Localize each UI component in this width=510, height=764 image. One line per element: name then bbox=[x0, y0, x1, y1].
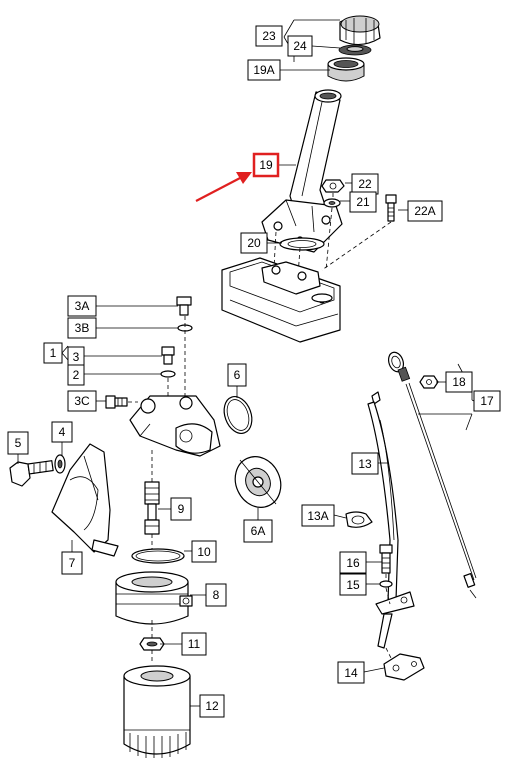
callout-7: 7 bbox=[61, 551, 83, 575]
plug-bolt-3 bbox=[161, 346, 175, 365]
nut bbox=[321, 179, 345, 193]
svg-text:10: 10 bbox=[197, 545, 211, 559]
tube-washer bbox=[379, 580, 393, 588]
pressure-switch-3c bbox=[105, 395, 128, 409]
callout-8: 8 bbox=[205, 583, 227, 607]
tube-gasket bbox=[383, 653, 425, 681]
svg-text:12: 12 bbox=[205, 699, 219, 713]
svg-text:13: 13 bbox=[358, 457, 372, 471]
callout-9: 9 bbox=[170, 497, 192, 521]
svg-text:9: 9 bbox=[178, 502, 185, 516]
tube-bolt bbox=[379, 544, 393, 574]
plug-bolt-3a bbox=[176, 296, 192, 316]
callout-20: 20 bbox=[240, 232, 268, 254]
callout-19a: 19A bbox=[247, 59, 281, 81]
oil-cooler-plate bbox=[234, 456, 282, 508]
oil-filter bbox=[123, 665, 191, 758]
svg-text:22A: 22A bbox=[414, 204, 435, 218]
svg-text:3: 3 bbox=[73, 350, 80, 364]
dipstick-tube bbox=[367, 391, 415, 649]
svg-text:4: 4 bbox=[59, 425, 66, 439]
callout-4: 4 bbox=[51, 421, 73, 443]
oil-cooler bbox=[115, 571, 193, 625]
callout-6a: 6A bbox=[243, 519, 273, 543]
threaded-stud bbox=[144, 481, 160, 535]
callout-22: 22 bbox=[351, 173, 379, 195]
callout-3b: 3B bbox=[67, 317, 97, 339]
dipstick-group bbox=[345, 351, 477, 681]
filter-bracket bbox=[129, 395, 221, 457]
svg-text:18: 18 bbox=[452, 375, 466, 389]
dipstick bbox=[387, 351, 477, 599]
svg-text:22: 22 bbox=[358, 177, 372, 191]
highlight-arrow bbox=[195, 172, 252, 202]
svg-text:24: 24 bbox=[293, 39, 307, 53]
svg-text:11: 11 bbox=[188, 637, 201, 651]
filter-bracket-group bbox=[9, 296, 282, 758]
tube-clip bbox=[345, 511, 373, 528]
bracket-seal bbox=[223, 396, 253, 434]
bolt bbox=[385, 194, 397, 222]
svg-text:6: 6 bbox=[234, 368, 241, 382]
svg-text:19: 19 bbox=[259, 158, 273, 172]
callout-15: 15 bbox=[339, 573, 367, 596]
svg-text:20: 20 bbox=[247, 236, 261, 250]
callout-3a: 3A bbox=[67, 295, 97, 317]
svg-text:8: 8 bbox=[213, 588, 220, 602]
callout-21: 21 bbox=[349, 191, 377, 213]
callout-16: 16 bbox=[339, 551, 367, 574]
filler-neck-group bbox=[261, 15, 397, 277]
callout-17: 17 bbox=[473, 390, 501, 412]
bracket-bolt-5 bbox=[9, 460, 54, 487]
callout-6: 6 bbox=[227, 363, 247, 387]
callout-14: 14 bbox=[337, 661, 365, 684]
svg-text:14: 14 bbox=[344, 666, 358, 680]
callout-13: 13 bbox=[351, 452, 379, 475]
svg-text:17: 17 bbox=[480, 394, 494, 408]
svg-text:1: 1 bbox=[50, 346, 57, 360]
svg-text:15: 15 bbox=[346, 578, 360, 592]
washer-2 bbox=[160, 370, 176, 378]
callout-18: 18 bbox=[445, 371, 473, 393]
svg-text:6A: 6A bbox=[251, 524, 266, 538]
callout-12: 12 bbox=[199, 694, 225, 718]
callout-2: 2 bbox=[67, 364, 85, 386]
callout-24: 24 bbox=[287, 35, 313, 57]
svg-text:23: 23 bbox=[262, 29, 276, 43]
svg-text:5: 5 bbox=[15, 436, 22, 450]
filler-cap bbox=[339, 15, 381, 46]
callout-23: 23 bbox=[255, 25, 283, 47]
callout-13a: 13A bbox=[301, 504, 335, 527]
callout-10: 10 bbox=[191, 540, 217, 563]
neck-bushing bbox=[327, 57, 365, 82]
callout-3c: 3C bbox=[67, 390, 97, 412]
heat-shield bbox=[51, 443, 119, 557]
callout-11: 11 bbox=[181, 632, 207, 656]
svg-text:13A: 13A bbox=[307, 509, 328, 523]
cylinder-head bbox=[221, 257, 341, 343]
leader-lines bbox=[17, 19, 475, 707]
dipstick-seal bbox=[419, 375, 439, 389]
callout-3: 3 bbox=[67, 346, 85, 368]
svg-text:2: 2 bbox=[73, 368, 80, 382]
callout-19-highlighted: 19 bbox=[252, 152, 280, 178]
svg-text:21: 21 bbox=[356, 195, 370, 209]
svg-text:3C: 3C bbox=[74, 394, 90, 408]
svg-text:16: 16 bbox=[346, 556, 360, 570]
svg-text:3A: 3A bbox=[75, 299, 90, 313]
svg-text:3B: 3B bbox=[75, 321, 90, 335]
svg-text:7: 7 bbox=[69, 556, 76, 570]
svg-text:19A: 19A bbox=[253, 63, 274, 77]
callout-22a: 22A bbox=[407, 200, 443, 222]
neck-gasket bbox=[279, 237, 325, 251]
filler-neck bbox=[261, 89, 343, 253]
cooler-nut bbox=[139, 637, 165, 651]
o-ring bbox=[131, 548, 185, 564]
callout-5: 5 bbox=[7, 431, 29, 455]
callout-1: 1 bbox=[43, 342, 63, 364]
